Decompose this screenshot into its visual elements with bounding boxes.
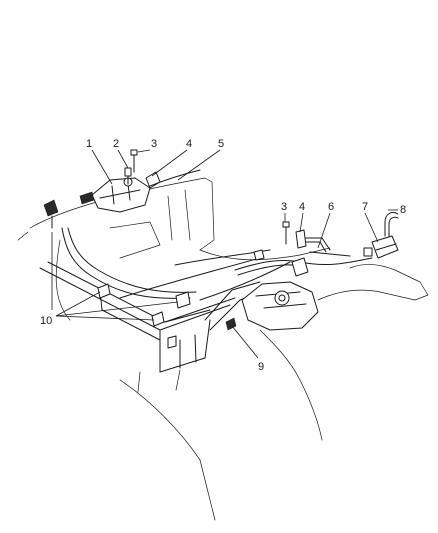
tube-5 — [149, 169, 201, 187]
callout-8: 8 — [400, 204, 406, 216]
retainer-clips-10 — [97, 249, 265, 327]
body-outline — [17, 177, 429, 521]
rear-bracket-assembly — [225, 257, 319, 331]
bracket-4-lower — [295, 229, 307, 249]
brake-line-6 — [309, 251, 351, 257]
callout-7: 7 — [362, 201, 368, 213]
callout-3-lower: 3 — [281, 201, 287, 213]
callout-5: 5 — [218, 138, 224, 150]
callout-4-upper: 4 — [186, 138, 192, 150]
hydraulic-control-unit — [79, 177, 151, 213]
mounting-bolt-3-lower — [282, 221, 290, 245]
proportioning-valve-7 — [363, 235, 399, 259]
callout-3-upper: 3 — [151, 138, 157, 150]
callout-9: 9 — [258, 361, 264, 373]
bracket-4-upper — [145, 171, 161, 189]
callout-10: 10 — [40, 315, 52, 327]
callout-6: 6 — [328, 201, 334, 213]
callout-4-lower: 4 — [299, 201, 305, 213]
tube-8 — [384, 211, 399, 237]
callout-2: 2 — [113, 138, 119, 150]
clip-left — [43, 199, 59, 229]
callout-labels: 1 2 3 4 5 3 4 6 7 8 9 10 — [40, 138, 406, 373]
callout-1: 1 — [86, 138, 92, 150]
mounting-bolt-3-upper — [130, 149, 138, 173]
leader-lines — [51, 149, 398, 359]
